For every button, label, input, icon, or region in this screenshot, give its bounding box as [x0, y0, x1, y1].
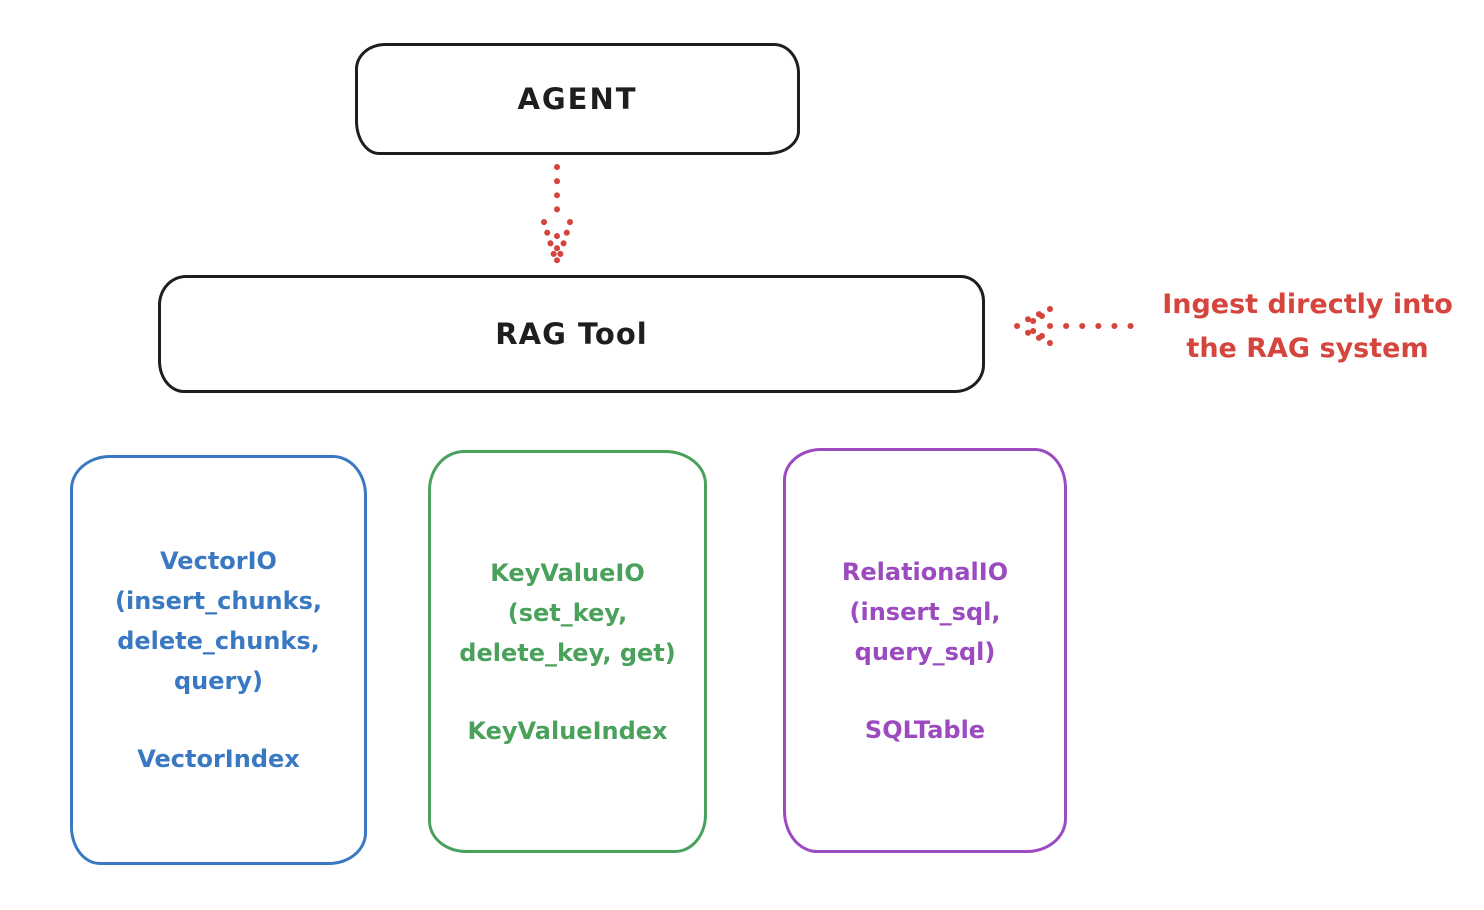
- keyvalue-io-line: KeyValueIO: [490, 558, 645, 587]
- keyvalue-io-text: KeyValueIO (set_key, delete_key, get) Ke…: [459, 553, 675, 751]
- rag-tool-label: RAG Tool: [495, 317, 648, 351]
- relational-io-line: (insert_sql,: [849, 597, 1001, 626]
- relational-io-text: RelationalIO (insert_sql, query_sql) SQL…: [842, 552, 1008, 750]
- dotted-arrow-down-icon: [541, 164, 573, 264]
- rag-tool-node: RAG Tool: [158, 275, 985, 393]
- relational-io-signature: RelationalIO (insert_sql, query_sql): [842, 552, 1008, 672]
- ingest-annotation-line2: the RAG system: [1186, 333, 1429, 364]
- vector-io-line: delete_chunks,: [117, 627, 320, 655]
- vector-io-text: VectorIO (insert_chunks, delete_chunks, …: [115, 541, 322, 779]
- relational-io-line: RelationalIO: [841, 557, 1009, 586]
- dotted-arrow-left-icon: [1014, 306, 1137, 346]
- vector-io-signature: VectorIO (insert_chunks, delete_chunks, …: [115, 541, 322, 701]
- keyvalue-io-line: (set_key,: [507, 598, 628, 627]
- vector-index-label: VectorIndex: [137, 745, 300, 773]
- vector-io-line: query): [174, 667, 263, 695]
- agent-label: AGENT: [517, 82, 638, 116]
- keyvalue-index-label: KeyValueIndex: [467, 716, 668, 745]
- ingest-annotation-line1: Ingest directly into: [1162, 289, 1453, 320]
- relational-io-line: query_sql): [854, 637, 996, 666]
- keyvalue-io-box: KeyValueIO (set_key, delete_key, get) Ke…: [428, 450, 707, 853]
- keyvalue-io-line: delete_key, get): [459, 638, 676, 667]
- ingest-annotation: Ingest directly into the RAG system: [1140, 283, 1475, 371]
- sql-table-label: SQLTable: [864, 715, 986, 744]
- relational-io-box: RelationalIO (insert_sql, query_sql) SQL…: [783, 448, 1067, 853]
- vector-io-line: (insert_chunks,: [115, 587, 322, 615]
- vector-io-box: VectorIO (insert_chunks, delete_chunks, …: [70, 455, 367, 865]
- agent-node: AGENT: [355, 43, 800, 155]
- vector-io-line: VectorIO: [160, 547, 277, 575]
- keyvalue-io-signature: KeyValueIO (set_key, delete_key, get): [459, 553, 675, 673]
